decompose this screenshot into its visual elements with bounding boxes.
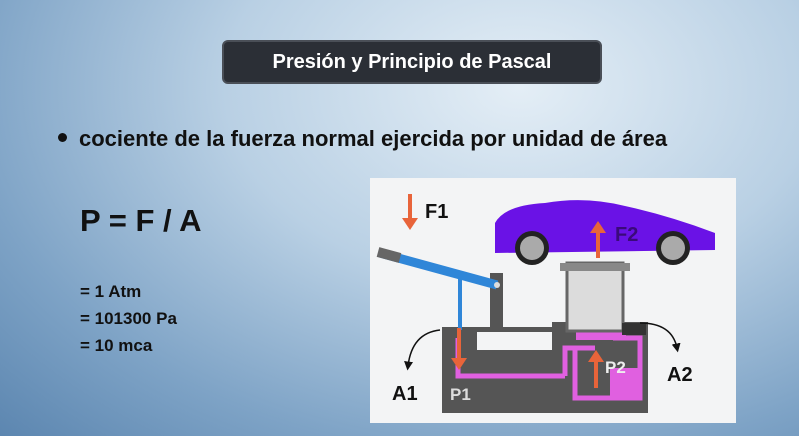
bullet-item: cociente de la fuerza normal ejercida po… xyxy=(58,126,667,152)
label-f2: F2 xyxy=(615,224,638,246)
label-a2: A2 xyxy=(667,364,693,386)
equivalence-mca: = 10 mca xyxy=(80,336,153,355)
label-p1: P1 xyxy=(450,385,471,404)
a1-pointer-arrow xyxy=(404,329,441,371)
release-valve xyxy=(622,323,646,335)
bullet-text: cociente de la fuerza normal ejercida po… xyxy=(79,126,668,151)
hydraulic-press-diagram: F1 F2 P1 P2 A1 A2 xyxy=(370,178,736,423)
pressure-formula: P = F / A xyxy=(80,203,202,238)
bullet-dot xyxy=(58,132,67,142)
label-f1: F1 xyxy=(425,201,448,223)
a2-pointer-arrow xyxy=(639,322,681,353)
force-arrows xyxy=(402,194,606,388)
slide-title: Presión y Principio de Pascal xyxy=(222,40,602,84)
car xyxy=(495,200,715,265)
equivalence-pa: = 101300 Pa xyxy=(80,309,177,328)
large-cylinder xyxy=(565,261,625,333)
label-p2: P2 xyxy=(605,358,626,377)
pump-lever xyxy=(376,247,500,330)
large-piston-fluid xyxy=(576,331,626,340)
equivalence-atm: = 1 Atm xyxy=(80,282,142,301)
label-a1: A1 xyxy=(392,383,418,405)
